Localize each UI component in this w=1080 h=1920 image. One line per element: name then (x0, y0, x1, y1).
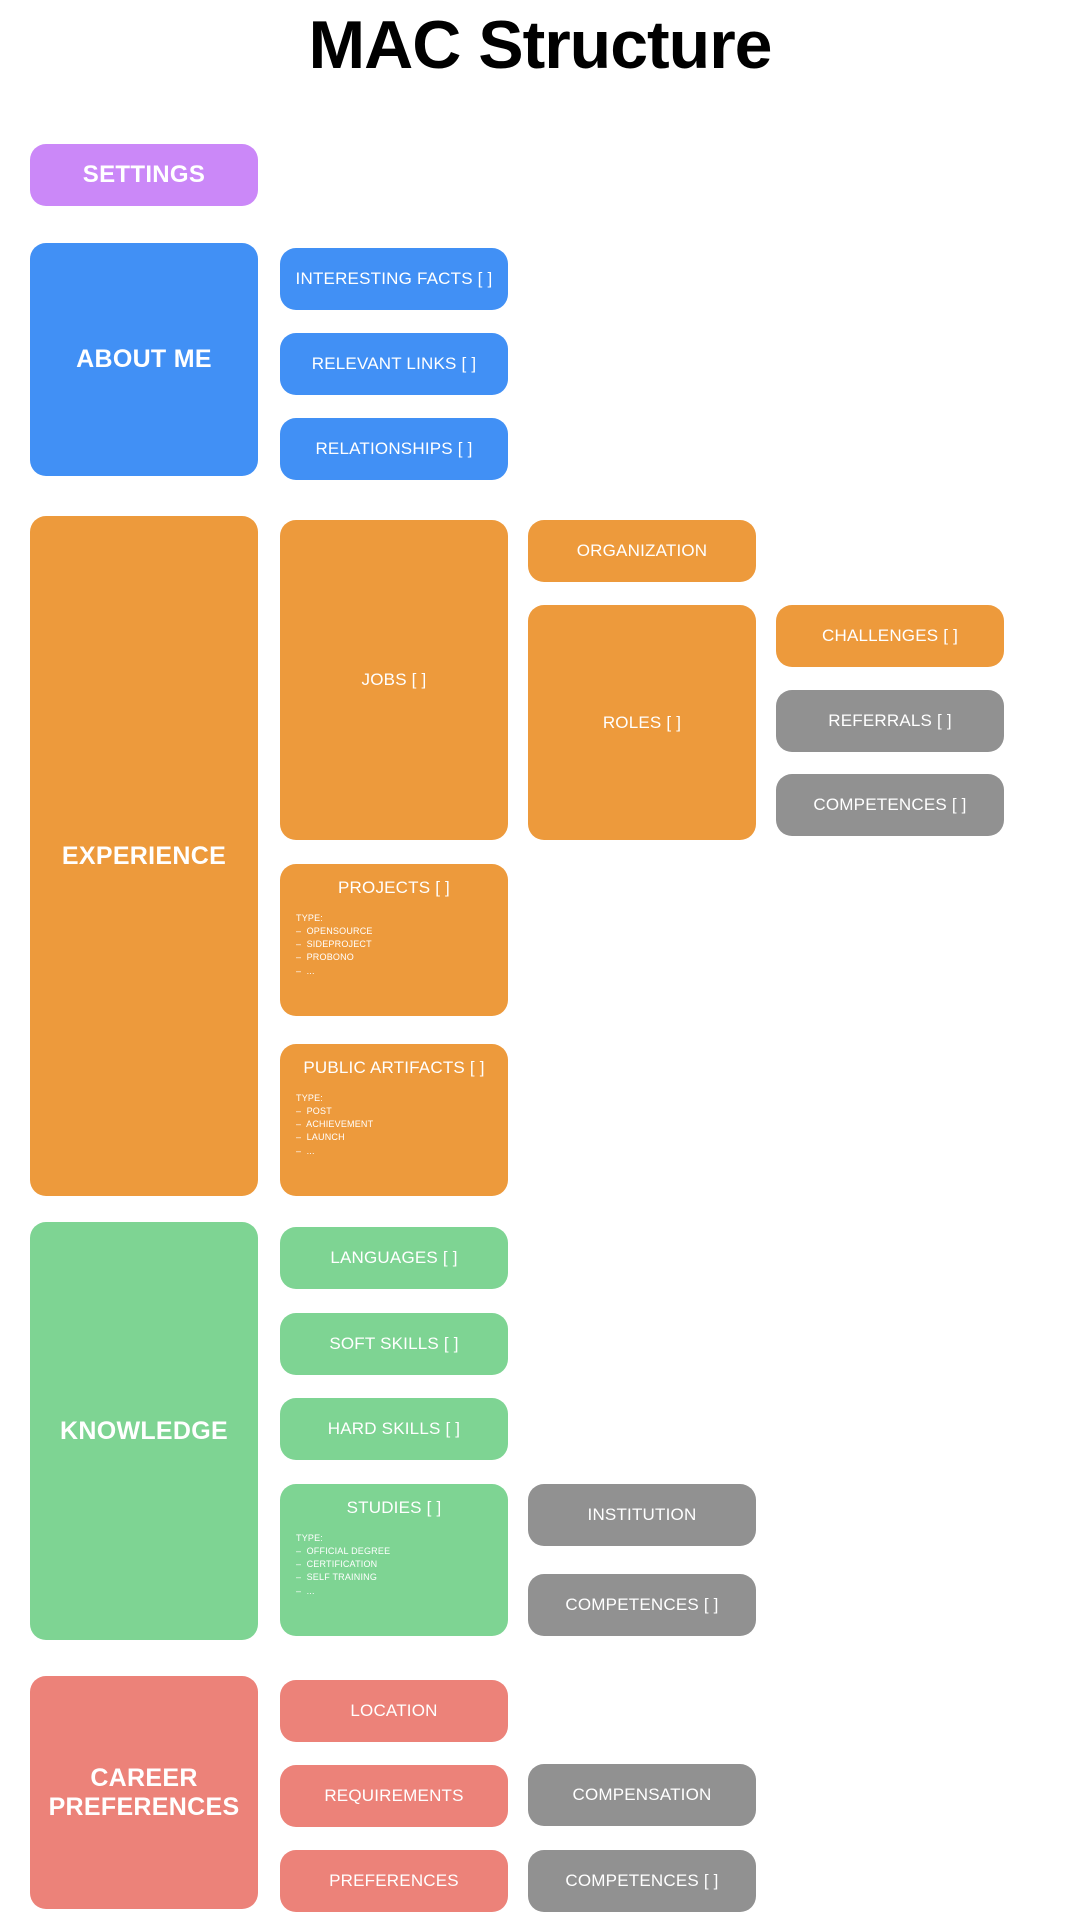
node-projects-label: PROJECTS [ ] (338, 878, 450, 897)
node-requirements-label: REQUIREMENTS (324, 1786, 464, 1806)
node-settings-label: SETTINGS (82, 161, 206, 189)
studies-type-item: – ... (296, 1585, 315, 1596)
node-hard-skills[interactable]: HARD SKILLS [ ] (280, 1398, 508, 1460)
node-experience-competences-label: COMPETENCES [ ] (813, 795, 967, 815)
node-knowledge-competences[interactable]: COMPETENCES [ ] (528, 1574, 756, 1636)
public-artifacts-type-heading: TYPE: (296, 1092, 324, 1103)
node-studies-label: STUDIES [ ] (346, 1498, 442, 1517)
node-hard-skills-label: HARD SKILLS [ ] (327, 1419, 461, 1439)
node-challenges[interactable]: CHALLENGES [ ] (776, 605, 1004, 667)
projects-type-item: – PROBONO (296, 952, 355, 963)
node-about-me-label: ABOUT ME (76, 345, 212, 374)
studies-type-list: TYPE: – OFFICIAL DEGREE – CERTIFICATION … (296, 1532, 492, 1599)
public-artifacts-type-list: TYPE: – POST – ACHIEVEMENT – LAUNCH – ..… (296, 1092, 492, 1159)
projects-type-heading: TYPE: (296, 912, 324, 923)
node-experience[interactable]: EXPERIENCE (30, 516, 258, 1196)
node-experience-label: EXPERIENCE (61, 841, 227, 870)
node-challenges-label: CHALLENGES [ ] (821, 626, 958, 646)
node-projects[interactable]: PROJECTS [ ] TYPE: – OPENSOURCE – SIDEPR… (280, 864, 508, 1016)
node-knowledge[interactable]: KNOWLEDGE (30, 1222, 258, 1640)
node-jobs[interactable]: JOBS [ ] (280, 520, 508, 840)
node-relationships[interactable]: RELATIONSHIPS [ ] (280, 418, 508, 480)
studies-type-heading: TYPE: (296, 1532, 324, 1543)
node-career-competences[interactable]: COMPETENCES [ ] (528, 1850, 756, 1912)
node-compensation[interactable]: COMPENSATION (528, 1764, 756, 1826)
projects-type-item: – ... (296, 965, 315, 976)
public-artifacts-type-item: – ... (296, 1145, 315, 1156)
node-organization-label: ORGANIZATION (576, 541, 708, 561)
node-career-competences-label: COMPETENCES [ ] (565, 1871, 719, 1891)
node-compensation-label: COMPENSATION (572, 1785, 712, 1805)
node-relevant-links-label: RELEVANT LINKS [ ] (311, 354, 477, 374)
node-organization[interactable]: ORGANIZATION (528, 520, 756, 582)
page-title: MAC Structure (308, 7, 772, 83)
node-career-preferences-label: CAREER PREFERENCES (48, 1763, 240, 1821)
node-location-label: LOCATION (350, 1701, 438, 1721)
node-about-me[interactable]: ABOUT ME (30, 243, 258, 476)
node-public-artifacts-label: PUBLIC ARTIFACTS [ ] (303, 1058, 485, 1077)
node-institution-label: INSTITUTION (587, 1505, 697, 1525)
node-settings[interactable]: SETTINGS (30, 144, 258, 206)
node-soft-skills-label: SOFT SKILLS [ ] (329, 1334, 459, 1354)
public-artifacts-type-item: – LAUNCH (296, 1132, 345, 1143)
node-roles-label: ROLES [ ] (602, 712, 682, 732)
node-relationships-label: RELATIONSHIPS [ ] (315, 439, 473, 459)
studies-type-item: – SELF TRAINING (296, 1572, 378, 1583)
node-public-artifacts[interactable]: PUBLIC ARTIFACTS [ ] TYPE: – POST – ACHI… (280, 1044, 508, 1196)
node-knowledge-competences-label: COMPETENCES [ ] (565, 1595, 719, 1615)
node-referrals-label: REFERRALS [ ] (828, 711, 952, 731)
node-studies[interactable]: STUDIES [ ] TYPE: – OFFICIAL DEGREE – CE… (280, 1484, 508, 1636)
studies-type-item: – OFFICIAL DEGREE (296, 1545, 391, 1556)
node-career-preferences[interactable]: CAREER PREFERENCES (30, 1676, 258, 1909)
node-languages[interactable]: LANGUAGES [ ] (280, 1227, 508, 1289)
node-roles[interactable]: ROLES [ ] (528, 605, 756, 840)
node-relevant-links[interactable]: RELEVANT LINKS [ ] (280, 333, 508, 395)
node-preferences-label: PREFERENCES (329, 1871, 459, 1891)
node-jobs-label: JOBS [ ] (361, 670, 427, 690)
node-institution[interactable]: INSTITUTION (528, 1484, 756, 1546)
node-preferences[interactable]: PREFERENCES (280, 1850, 508, 1912)
node-soft-skills[interactable]: SOFT SKILLS [ ] (280, 1313, 508, 1375)
node-location[interactable]: LOCATION (280, 1680, 508, 1742)
studies-type-item: – CERTIFICATION (296, 1559, 378, 1570)
node-referrals[interactable]: REFERRALS [ ] (776, 690, 1004, 752)
node-experience-competences[interactable]: COMPETENCES [ ] (776, 774, 1004, 836)
public-artifacts-type-item: – POST (296, 1105, 332, 1116)
node-interesting-facts[interactable]: INTERESTING FACTS [ ] (280, 248, 508, 310)
projects-type-list: TYPE: – OPENSOURCE – SIDEPROJECT – PROBO… (296, 912, 492, 979)
node-interesting-facts-label: INTERESTING FACTS [ ] (295, 269, 493, 289)
projects-type-item: – SIDEPROJECT (296, 939, 372, 950)
node-requirements[interactable]: REQUIREMENTS (280, 1765, 508, 1827)
node-languages-label: LANGUAGES [ ] (330, 1248, 458, 1268)
node-knowledge-label: KNOWLEDGE (60, 1416, 228, 1445)
public-artifacts-type-item: – ACHIEVEMENT (296, 1119, 374, 1130)
projects-type-item: – OPENSOURCE (296, 925, 373, 936)
